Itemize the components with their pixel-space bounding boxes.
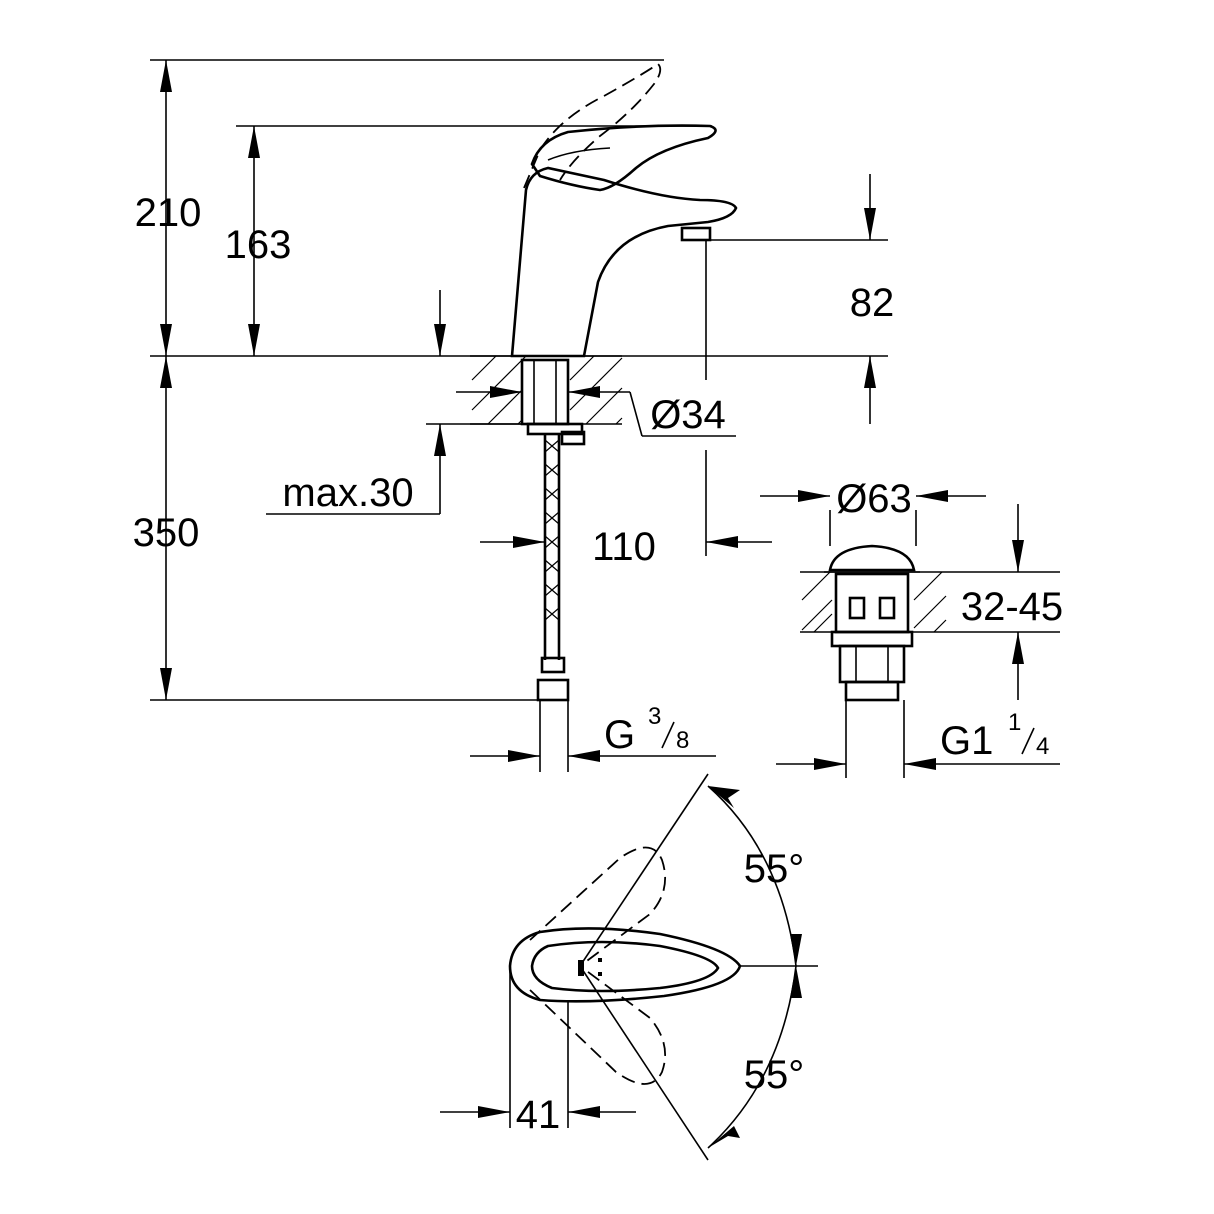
- thread-waste-denominator: 4: [1036, 733, 1049, 760]
- angle-upper: 55°: [744, 847, 805, 891]
- waste-cap: [828, 544, 916, 572]
- dimension-163: 163: [225, 223, 292, 267]
- thread-waste-g1: G1: [940, 719, 993, 763]
- thread-hose-denominator: 8: [676, 727, 689, 754]
- dimension-diameter-63: Ø63: [836, 477, 912, 521]
- dimension-82: 82: [850, 281, 895, 325]
- waste-countertop-section: [800, 571, 947, 633]
- lever-rotated-down: [529, 965, 666, 1085]
- dimension-210: 210: [135, 191, 202, 235]
- lever-rotated-up: [529, 846, 666, 967]
- dimension-350: 350: [133, 511, 200, 555]
- pop-up-waste-view: [800, 544, 947, 778]
- dimension-diameter-34: Ø34: [650, 393, 726, 437]
- top-view-dimensions: 55° 55° 41: [440, 785, 805, 1149]
- lever-handle: [530, 124, 717, 192]
- dimension-41: 41: [516, 1093, 561, 1137]
- angle-lower: 55°: [744, 1053, 805, 1097]
- waste-dimensions: Ø63 32-45 G1 1 4: [760, 477, 1063, 770]
- faucet-top-view: [508, 773, 818, 1161]
- aerator: [680, 226, 712, 242]
- thread-hose-numerator: 3: [648, 703, 661, 730]
- faucet-body-outline: [510, 166, 738, 358]
- thread-waste-numerator: 1: [1008, 709, 1021, 736]
- lever-top-inner: [530, 940, 720, 993]
- thread-hose-g: G: [604, 713, 635, 757]
- braided-hose: [536, 434, 570, 702]
- dimension-max30: max.30: [282, 471, 413, 515]
- mounting-shank: [520, 358, 570, 426]
- front-dimensions: 210 163 82 350 max.30 Ø34: [133, 59, 895, 762]
- dimension-32-45: 32-45: [961, 585, 1063, 629]
- lever-raised-outline: [523, 62, 662, 189]
- dimension-110: 110: [592, 525, 656, 569]
